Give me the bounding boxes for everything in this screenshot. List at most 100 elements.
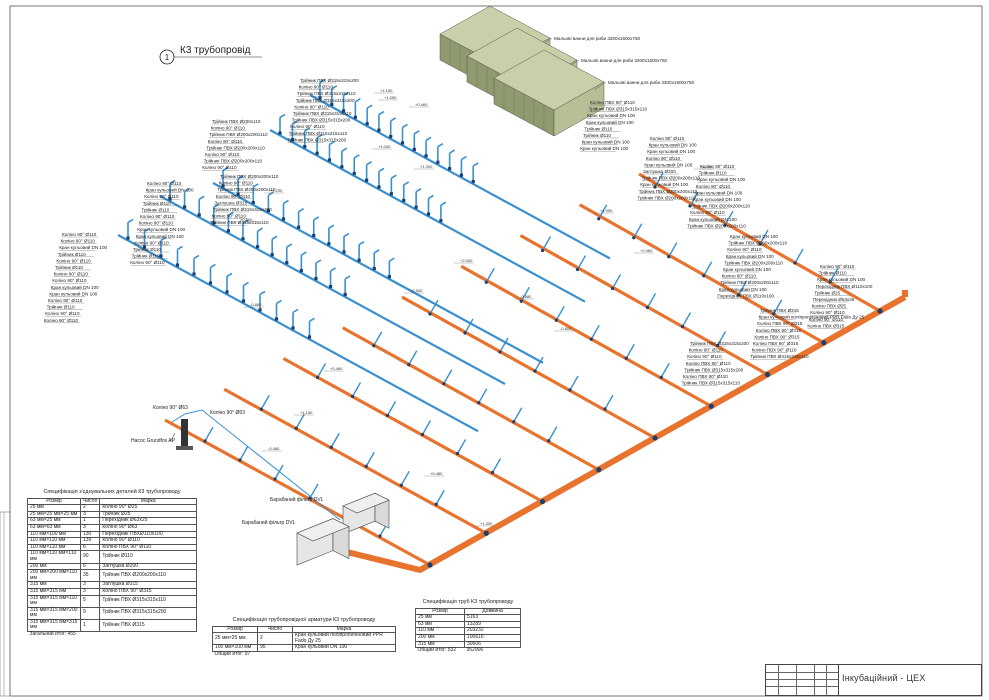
fitting-callout: Коліно 90° Ø110 [130, 260, 165, 265]
valve-fitting [226, 229, 230, 233]
fitting-callout: Коліно 90° Ø110 [722, 274, 757, 279]
pipe-110-run [159, 195, 506, 385]
valve-fitting [519, 299, 523, 303]
feed-stub [625, 343, 635, 359]
riser-elbow [319, 78, 326, 84]
valve-fitting [208, 281, 213, 285]
feed-stub [569, 375, 579, 391]
tee-fitting [539, 498, 546, 505]
fitting-callout: Коліно 90° Ø110 [147, 181, 182, 186]
feed-stub [646, 293, 657, 308]
pipes-spec-table: Специфікація труб К3 трубопроводу Розмір… [415, 599, 521, 654]
fitting-callout: Кран кульовий DN 100 [649, 142, 697, 148]
fitting-callout: Коліно 90° Ø110 [140, 214, 175, 219]
riser-elbow [193, 254, 200, 260]
valve-fitting [688, 204, 692, 208]
fish-tank: Мальові ванни для риби 3300х1500х750 [493, 49, 695, 137]
feed-stub [703, 261, 713, 277]
fitting-callout: Кран кульовий DN 100 [694, 189, 742, 195]
valve-fitting [428, 312, 432, 316]
valve-fitting [303, 144, 307, 149]
valve-fitting [142, 245, 147, 249]
fittings-table-cell: 315 мм×315 мм×110 мм [27, 594, 81, 608]
valve-fitting [236, 192, 240, 196]
branch-pipe-200 [282, 357, 544, 503]
valve-fitting [448, 167, 452, 171]
fitting-callout: Трійник ПВХ Ø200х110 [212, 118, 261, 124]
fitting-callout: Трійник ПВХ Ø200х200х110 [720, 279, 779, 285]
riser-elbow [237, 175, 244, 180]
fitting-callout: Трійник ПВХ Ø315х315х200 [690, 340, 749, 346]
riser-elbow [315, 259, 322, 264]
branch-pipe-200 [164, 418, 431, 567]
feed-stub [239, 445, 249, 461]
valve-fitting [589, 337, 593, 341]
riser-elbow [243, 281, 249, 287]
fitting-callout: Трійник ПВХ Ø315х315х200 [292, 117, 351, 123]
fitting-callout: Трійник ПВХ Ø200х200х110 [204, 158, 263, 164]
fitting-callout: Кран кульовий DN 100 [586, 119, 634, 125]
riser-elbow [222, 166, 229, 172]
valve-fitting [378, 534, 382, 538]
valve-fitting [203, 439, 207, 443]
fitting-callout: Коліно 90° Ø110 [44, 318, 79, 323]
fitting-callout: Коліно 90° Ø110 [727, 247, 762, 252]
elevation-mark: +1.300 [420, 164, 433, 169]
elevation-mark: -0.460 [268, 446, 280, 451]
riser-elbow [292, 308, 299, 314]
riser-elbow [390, 174, 397, 179]
valve-fitting [159, 254, 163, 258]
fitting-callout: Заглушка Ø315 [214, 200, 247, 205]
valve-fitting [353, 115, 357, 119]
elevation-mark: +1.200 [270, 188, 283, 193]
drum-filter-top-top [342, 492, 390, 514]
valve-fitting [126, 236, 130, 240]
valve-fitting [266, 209, 270, 213]
fitting-callout: Коліно 90° Ø110 [208, 139, 243, 144]
valve-fitting [442, 382, 446, 386]
valve-fitting [715, 343, 720, 348]
feed-stub [576, 255, 587, 270]
riser-elbow [449, 149, 456, 154]
riser-elbow [226, 272, 233, 278]
riser-elbow [227, 211, 234, 216]
valve-fitting [533, 369, 537, 373]
elevation-mark: +1.300 [480, 521, 493, 526]
riser-elbow [300, 251, 307, 256]
valve-fitting [342, 250, 346, 254]
valve-fitting [490, 470, 495, 475]
valve-fitting [723, 223, 727, 227]
feed-stub [689, 191, 699, 207]
fittings-table-cell: 6 [79, 543, 101, 552]
riser-elbow [366, 104, 373, 109]
title-block-grid [766, 665, 839, 695]
feed-stub [316, 363, 327, 378]
valve-fitting [350, 394, 355, 399]
fitting-callout: Перехідник ПВХ Ø110х100 [816, 284, 873, 289]
fittings-table-cell: Коліно ПВХ 90° Ø110 [99, 543, 197, 552]
elevation-mark: +2.550 [410, 288, 423, 293]
valves-table-cell: 2 [257, 632, 293, 646]
fitting-callout: Коліно 90° Ø110 [52, 278, 87, 283]
fittings-table-cell: 90 [79, 550, 101, 564]
fitting-callout: Коліно 90° Ø110 [687, 354, 722, 359]
riser-elbow [341, 147, 348, 152]
drawing-frame [9, 5, 983, 697]
feed-stub [351, 382, 362, 397]
feed-stub [660, 362, 670, 378]
valve-fitting [414, 205, 418, 209]
riser-elbow [257, 227, 263, 232]
fitting-callout: Трійник ПВХ Ø315х315х110 [297, 90, 356, 96]
drum-filter-bottom-top [296, 518, 350, 542]
feed-stub [400, 470, 410, 486]
fittings-table-cell: Трійник ПВХ Ø315х315х110 [99, 594, 197, 608]
branch-pipe-200 [341, 326, 600, 472]
fittings-table-cell: 315 мм×315 мм×200 мм [27, 606, 81, 620]
feed-stub [513, 407, 523, 423]
riser-elbow [286, 243, 293, 248]
elevation-mark: +1.200 [700, 164, 713, 169]
fitting-callout: Коліно 90° Ø110 [690, 210, 725, 215]
fitting-callout: Трійник ПВХ Ø315х315х200 [287, 136, 346, 142]
